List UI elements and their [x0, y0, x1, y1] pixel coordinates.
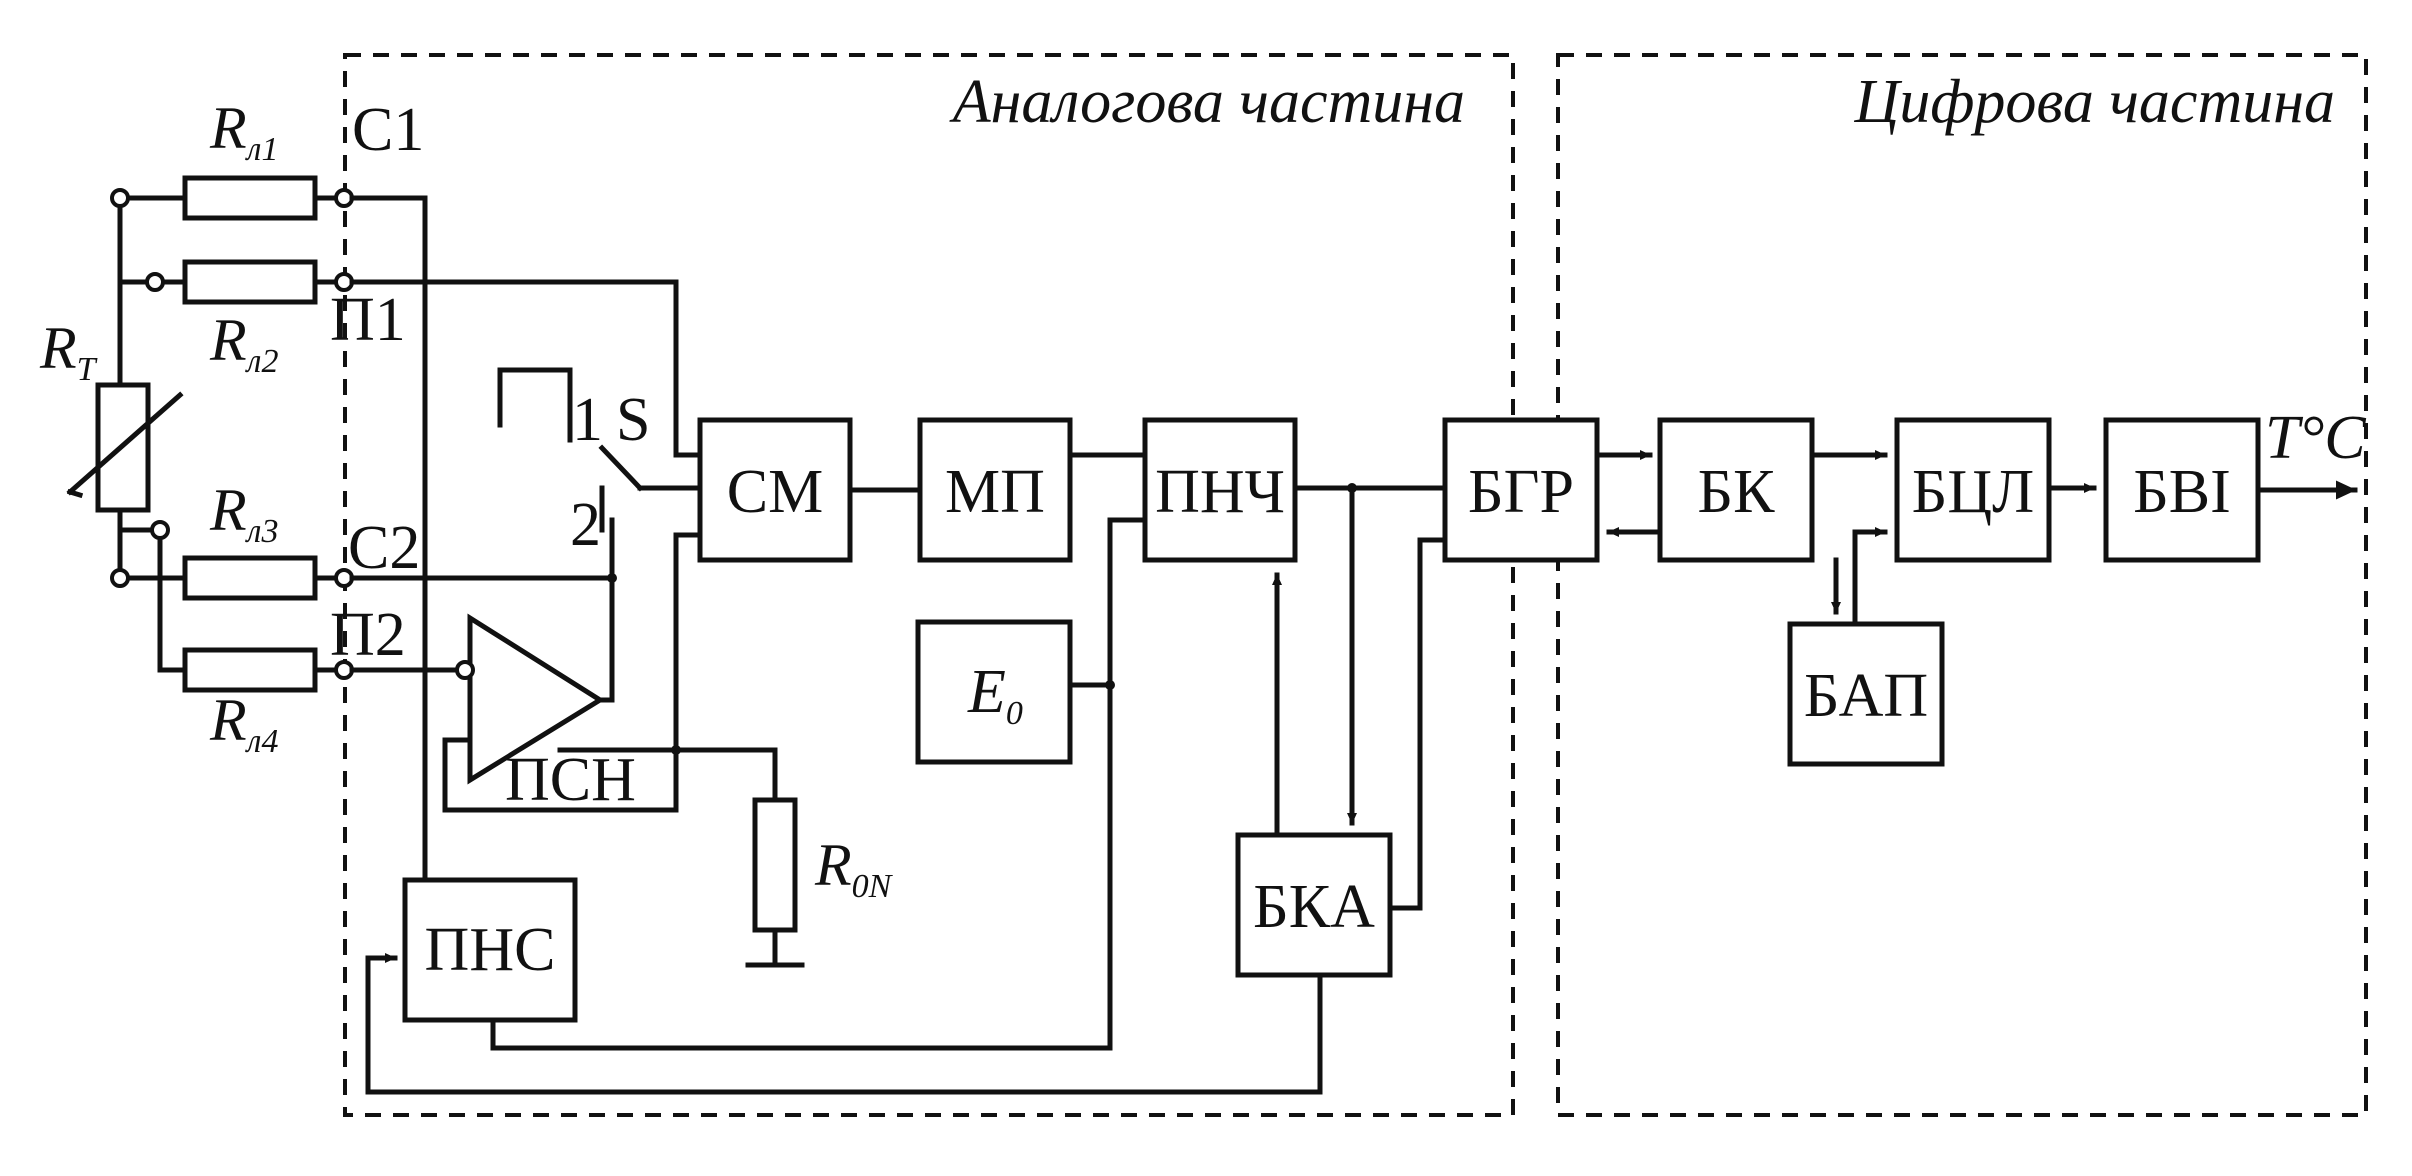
output-label: T°C — [2265, 404, 2366, 472]
r0n-label: R0N — [814, 832, 894, 905]
op-amp-psn — [467, 613, 605, 785]
block-mp-label: МП — [945, 458, 1045, 526]
block-bgr — [1442, 417, 1600, 563]
terminal-node — [145, 272, 165, 292]
digital-section-frame — [1556, 53, 2368, 1117]
resistor-rl1 — [182, 175, 318, 221]
terminal-node — [110, 188, 130, 208]
block-bk — [1657, 417, 1815, 563]
block-pns — [402, 877, 578, 1023]
rl3-label: Rл3 — [209, 477, 278, 550]
block-mp — [917, 417, 1073, 563]
op-amp-input — [455, 660, 475, 680]
rl1-label: Rл1 — [209, 95, 278, 168]
switch-pos1-label: 1 — [572, 386, 603, 454]
psn-label: ПСН — [505, 746, 636, 814]
p1-label: П1 — [330, 286, 406, 354]
terminal-node — [150, 520, 170, 540]
resistor-rl3 — [182, 555, 318, 601]
block-cm — [697, 417, 853, 563]
rl2-label: Rл2 — [209, 307, 278, 380]
resistor-rl4 — [182, 647, 318, 693]
rl4-label: Rл4 — [209, 687, 278, 760]
block-bvi — [2103, 417, 2261, 563]
block-bap — [1787, 621, 1945, 767]
block-bk-label: БК — [1698, 458, 1776, 526]
block-bcl-label: БЦЛ — [1912, 458, 2034, 526]
c2-label: С2 — [348, 514, 420, 582]
block-pnch — [1142, 417, 1298, 563]
c1-label: С1 — [352, 96, 424, 164]
block-bgr-label: БГР — [1468, 458, 1574, 526]
block-cm-label: СМ — [727, 458, 823, 526]
resistor-rl2 — [182, 259, 318, 305]
block-e0 — [915, 619, 1073, 765]
analog-section-title: Аналогова частина — [949, 68, 1465, 136]
block-bcl — [1894, 417, 2052, 563]
p2-label: П2 — [330, 601, 406, 669]
block-bka-label: БКА — [1253, 873, 1375, 941]
block-pns-label: ПНС — [425, 916, 556, 984]
resistor-r0n — [752, 797, 798, 933]
switch-name-label: S — [616, 386, 650, 454]
terminal-node — [110, 568, 130, 588]
switch-pos2-label: 2 — [570, 491, 601, 559]
block-bka — [1235, 832, 1393, 978]
block-bap-label: БАП — [1804, 662, 1928, 730]
block-bvi-label: БВІ — [2133, 458, 2231, 526]
block-pnch-label: ПНЧ — [1155, 458, 1285, 526]
digital-section-title: Цифрова частина — [1854, 68, 2335, 136]
rt-label: RT — [39, 315, 98, 388]
block-e0-label: E0 — [967, 658, 1023, 732]
